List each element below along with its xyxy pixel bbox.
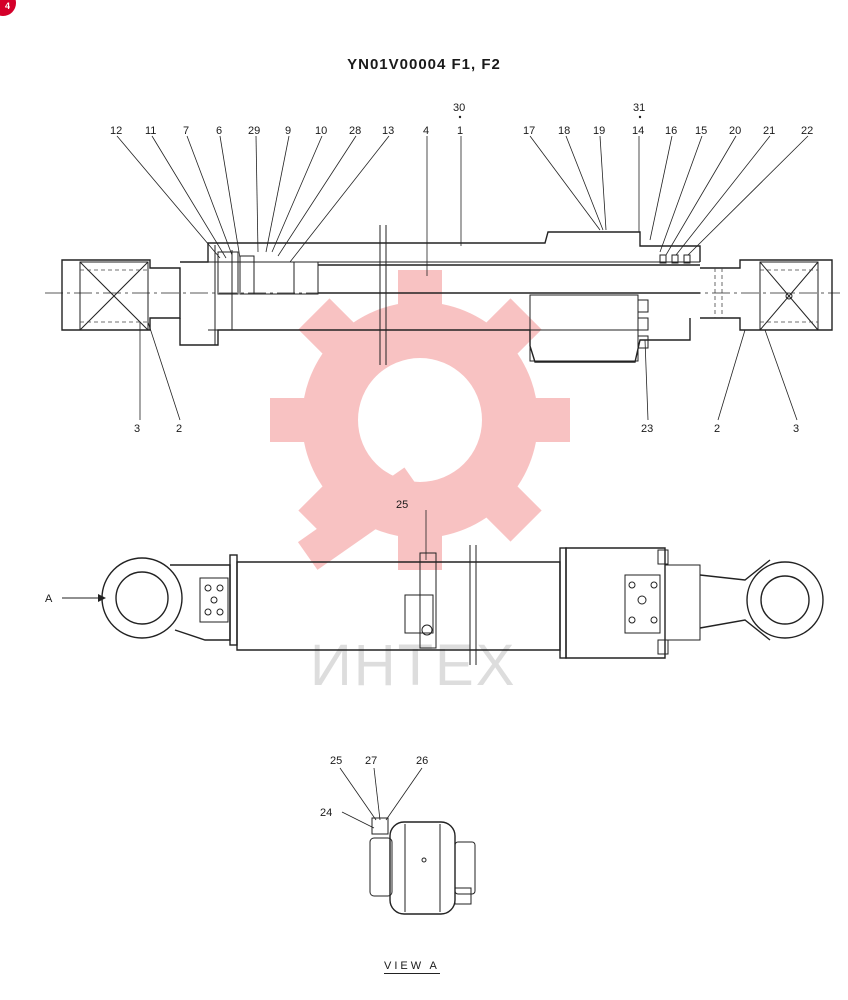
callout-15: 15 [695,125,707,137]
callout-16: 16 [665,125,677,137]
callout-4: 4 [423,125,429,137]
leader-lines-view [339,767,423,829]
watermark-gear-icon [270,270,570,570]
callout-28: 28 [349,125,361,137]
callout-29: 29 [248,125,260,137]
leader-lines-top [116,135,809,421]
callout-3-right: 3 [793,423,799,435]
callout-27: 27 [365,755,377,767]
exterior-view [62,510,824,665]
corner-badge: 4 [0,0,16,16]
callout-21: 21 [763,125,775,137]
callout-12: 12 [110,125,122,137]
callout-24: 24 [320,807,332,819]
callout-25-view: 25 [330,755,342,767]
callout-19: 19 [593,125,605,137]
callout-31: 31 [633,102,645,114]
callout-7: 7 [183,125,189,137]
callout-9: 9 [285,125,291,137]
callout-17: 17 [523,125,535,137]
callout-14: 14 [632,125,644,137]
callout-26: 26 [416,755,428,767]
callout-22: 22 [801,125,813,137]
drawing-title: YN01V00004 F1, F2 [347,56,501,73]
callout-labels-bottom: 3 2 23 2 3 [134,423,799,435]
callout-6: 6 [216,125,222,137]
callout-11: 11 [145,125,156,137]
callout-30: 30 [453,102,465,114]
callout-20: 20 [729,125,741,137]
callout-13: 13 [382,125,394,137]
watermark-text: ИНТЕХ [310,633,516,698]
callout-2-left: 2 [176,423,182,435]
callout-labels-view: 25 27 26 24 [320,755,428,819]
callout-18: 18 [558,125,570,137]
callout-25-mid: 25 [396,499,408,511]
view-a-drawing [369,817,476,915]
callout-labels-top: 12 11 7 6 29 9 10 28 13 4 30 1 17 18 19 … [110,102,813,137]
view-arrow-label: A [45,593,53,605]
callout-1: 1 [457,125,463,137]
callout-23: 23 [641,423,653,435]
callout-3-left: 3 [134,423,140,435]
callout-2-right: 2 [714,423,720,435]
callout-10: 10 [315,125,327,137]
section-view [45,225,840,365]
view-caption: VIEW A [384,960,440,974]
